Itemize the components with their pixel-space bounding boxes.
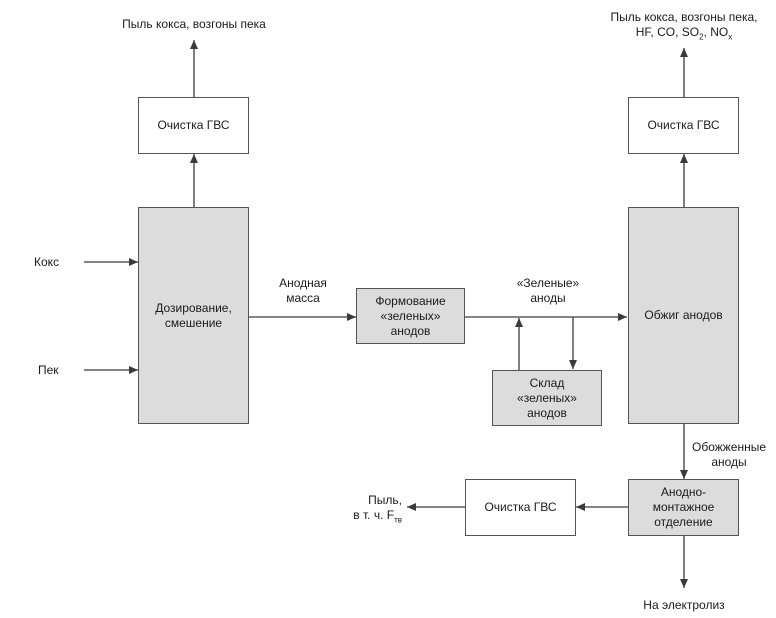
anode-assembly-box: Анодно- монтажное отделение (628, 479, 739, 536)
assembly-label-line3: отделение (654, 515, 713, 529)
dosing-mixing-box: Дозирование, смешение (138, 207, 249, 424)
forming-label-line1: Формование (375, 293, 446, 308)
anode-mass-label: Анодная масса (279, 276, 327, 305)
storage-label-line3: анодов (527, 405, 567, 420)
storage-label-line2: «зеленых» (517, 390, 577, 405)
forming-box: Формование «зеленых» анодов (356, 288, 465, 344)
gas-cleaning-box-2-label: Очистка ГВС (647, 118, 720, 132)
gas-cleaning-box-2: Очистка ГВС (628, 97, 739, 154)
gas-cleaning-box-3: Очистка ГВС (465, 479, 576, 536)
baked-anodes-label: Обожженные аноды (692, 440, 767, 469)
green-anodes-label: «Зеленые» аноды (516, 276, 580, 305)
emission-label-2: Пыль кокса, возгоны пека, HF, CO, SO2, N… (594, 10, 774, 42)
baking-label: Обжиг анодов (644, 308, 723, 322)
emission-label-2-line1: Пыль кокса, возгоны пека, (610, 10, 758, 24)
gas-cleaning-box-3-label: Очистка ГВС (484, 500, 557, 514)
forming-label-line2: «зеленых» (380, 308, 441, 323)
emission-label-2-line2: HF, CO, SO2, NOx (635, 25, 733, 42)
emission-label-1: Пыль кокса, возгоны пека (122, 17, 266, 31)
coke-label: Кокс (34, 255, 60, 269)
assembly-label-line1: Анодно- (660, 485, 707, 499)
dosing-label-line1: Дозирование, (155, 300, 232, 315)
green-anode-storage-box: Склад «зеленых» анодов (492, 370, 602, 426)
assembly-label-line2: монтажное (652, 500, 715, 514)
gas-cleaning-box-1-label: Очистка ГВС (157, 118, 230, 132)
to-electrolysis-label: На электролиз (643, 598, 725, 612)
gas-cleaning-box-1: Очистка ГВС (138, 97, 249, 154)
anode-baking-box: Обжиг анодов (628, 207, 739, 424)
dust-label: Пыль, в т. ч. Fтв (353, 493, 402, 525)
dosing-label-line2: смешение (164, 315, 223, 330)
forming-label-line3: анодов (390, 323, 431, 338)
pitch-label: Пек (38, 363, 59, 377)
storage-label-line1: Склад (529, 375, 565, 390)
